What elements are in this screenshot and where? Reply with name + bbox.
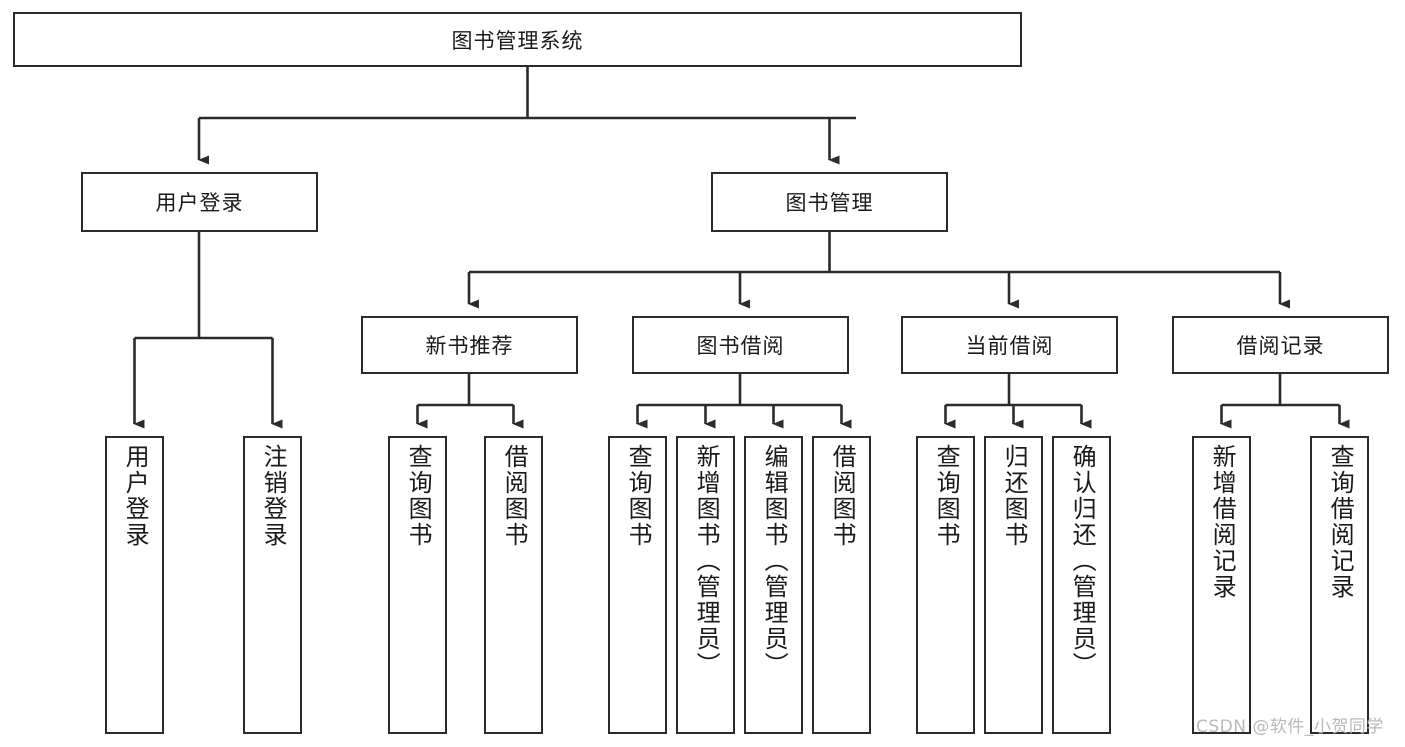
node-borrow-record[interactable]: 借阅记录 bbox=[1172, 316, 1389, 374]
node-leaf-logout[interactable]: 注销登录 bbox=[243, 436, 302, 734]
node-new-book-recommend[interactable]: 新书推荐 bbox=[361, 316, 578, 374]
node-leaf-query-book-current-label: 查询图书 bbox=[932, 444, 961, 548]
node-current-borrow[interactable]: 当前借阅 bbox=[901, 316, 1118, 374]
node-leaf-add-borrow-record[interactable]: 新增借阅记录 bbox=[1192, 436, 1251, 734]
node-leaf-add-book-admin[interactable]: 新增图书（管理员） bbox=[676, 436, 735, 734]
node-leaf-user-login-label: 用户登录 bbox=[121, 444, 150, 548]
node-leaf-return-book-label: 归还图书 bbox=[1000, 444, 1029, 548]
node-leaf-query-borrow-record[interactable]: 查询借阅记录 bbox=[1310, 436, 1369, 734]
node-root[interactable]: 图书管理系统 bbox=[13, 12, 1022, 67]
node-leaf-edit-book-admin-label: 编辑图书（管理员） bbox=[760, 444, 789, 678]
node-user-login[interactable]: 用户登录 bbox=[81, 172, 318, 232]
node-current-borrow-label: 当前借阅 bbox=[965, 334, 1054, 358]
node-leaf-user-login[interactable]: 用户登录 bbox=[105, 436, 164, 734]
node-borrow-record-label: 借阅记录 bbox=[1236, 334, 1325, 358]
node-leaf-query-book-recommend[interactable]: 查询图书 bbox=[388, 436, 447, 734]
node-leaf-borrow-book-label: 借阅图书 bbox=[828, 444, 857, 548]
node-leaf-logout-label: 注销登录 bbox=[259, 444, 288, 548]
node-book-borrow[interactable]: 图书借阅 bbox=[632, 316, 849, 374]
node-leaf-confirm-return-admin-label: 确认归还（管理员） bbox=[1068, 444, 1097, 678]
node-leaf-confirm-return-admin[interactable]: 确认归还（管理员） bbox=[1052, 436, 1111, 734]
node-book-borrow-label: 图书借阅 bbox=[696, 334, 785, 358]
node-leaf-add-book-admin-label: 新增图书（管理员） bbox=[692, 444, 721, 678]
node-leaf-return-book[interactable]: 归还图书 bbox=[984, 436, 1043, 734]
node-leaf-query-book-borrow-label: 查询图书 bbox=[624, 444, 653, 548]
node-new-book-recommend-label: 新书推荐 bbox=[425, 334, 514, 358]
node-leaf-query-book-borrow[interactable]: 查询图书 bbox=[608, 436, 667, 734]
node-book-management-label: 图书管理 bbox=[785, 191, 874, 215]
node-leaf-query-book-current[interactable]: 查询图书 bbox=[916, 436, 975, 734]
node-leaf-borrow-book-recommend-label: 借阅图书 bbox=[500, 444, 529, 548]
csdn-watermark: CSDN @软件_小贺同学 bbox=[1196, 717, 1384, 737]
node-leaf-borrow-book[interactable]: 借阅图书 bbox=[812, 436, 871, 734]
node-user-login-label: 用户登录 bbox=[155, 191, 244, 215]
node-leaf-query-book-recommend-label: 查询图书 bbox=[404, 444, 433, 548]
node-root-label: 图书管理系统 bbox=[451, 28, 584, 53]
node-leaf-add-borrow-record-label: 新增借阅记录 bbox=[1208, 444, 1237, 600]
node-leaf-borrow-book-recommend[interactable]: 借阅图书 bbox=[484, 436, 543, 734]
node-leaf-query-borrow-record-label: 查询借阅记录 bbox=[1326, 444, 1355, 600]
node-book-management[interactable]: 图书管理 bbox=[711, 172, 948, 232]
node-leaf-edit-book-admin[interactable]: 编辑图书（管理员） bbox=[744, 436, 803, 734]
